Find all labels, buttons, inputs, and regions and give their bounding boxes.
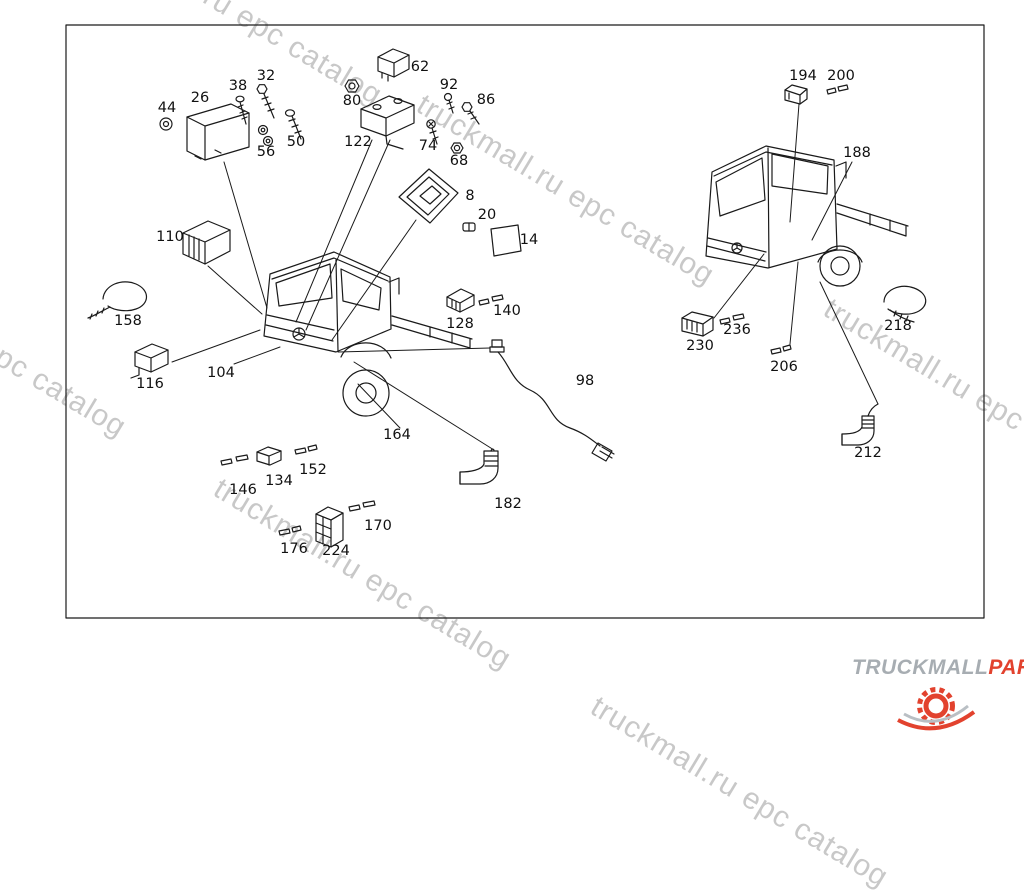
part-26-control-unit <box>186 103 250 161</box>
part-label-134: 134 <box>265 473 293 489</box>
part-110-fuse-box <box>182 220 231 265</box>
logo-text-truckmall: TRUCKMALL <box>852 656 989 679</box>
brand-logo: TRUCKMALLPARTS <box>852 656 1024 740</box>
part-176-terminals <box>278 525 302 536</box>
part-label-170: 170 <box>364 518 392 534</box>
part-86-bolt <box>461 102 480 125</box>
part-label-20: 20 <box>478 207 496 223</box>
part-label-212: 212 <box>854 445 882 461</box>
diagram-border <box>65 24 985 619</box>
part-14-seal-frame <box>490 224 522 257</box>
part-134-connector <box>256 446 282 466</box>
part-label-62: 62 <box>411 59 429 75</box>
part-label-8: 8 <box>465 188 474 204</box>
part-label-26: 26 <box>191 90 209 106</box>
part-label-146: 146 <box>229 482 257 498</box>
diagram-canvas: 44 26 38 32 56 50 80 62 122 92 86 74 68 820 14 110 158 11… <box>65 24 985 619</box>
part-50-screw <box>284 109 302 140</box>
part-label-164: 164 <box>383 427 411 443</box>
part-146-terminals <box>220 454 249 466</box>
part-label-44: 44 <box>158 100 176 116</box>
part-label-38: 38 <box>229 78 247 94</box>
part-label-176: 176 <box>280 541 308 557</box>
parts-layer <box>87 48 927 548</box>
part-label-50: 50 <box>287 134 305 150</box>
part-74-screw <box>426 119 439 145</box>
part-label-122: 122 <box>344 134 372 150</box>
part-224-relay-block <box>315 506 344 548</box>
part-116-relay <box>130 343 169 379</box>
part-label-86: 86 <box>477 92 495 108</box>
part-label-128: 128 <box>446 316 474 332</box>
part-230-connector <box>681 311 714 337</box>
part-label-194: 194 <box>789 68 817 84</box>
part-200-terminals <box>826 84 849 95</box>
part-32-screw <box>256 84 275 119</box>
part-80-nut <box>344 79 360 93</box>
leader-lines <box>171 103 879 451</box>
part-label-56: 56 <box>257 144 275 160</box>
part-label-32: 32 <box>257 68 275 84</box>
part-182-plug-boot <box>459 448 499 485</box>
part-8-switch <box>398 168 459 224</box>
part-170-terminals <box>348 500 376 512</box>
part-label-206: 206 <box>770 359 798 375</box>
part-20-bulb <box>462 222 476 232</box>
part-206-terminals <box>770 344 792 355</box>
part-68-nut <box>450 142 464 154</box>
part-label-104: 104 <box>207 365 235 381</box>
part-236-terminals <box>719 313 745 325</box>
part-label-224: 224 <box>322 543 350 559</box>
part-label-140: 140 <box>493 303 521 319</box>
part-218-cable-tie <box>883 285 927 323</box>
part-98-sensor-cable <box>489 339 615 462</box>
part-122-relay-bracket <box>360 95 415 150</box>
part-label-110: 110 <box>156 229 184 245</box>
brand-logo-text: TRUCKMALLPARTS <box>852 656 1024 680</box>
part-38-screw <box>235 95 248 125</box>
part-label-98: 98 <box>576 373 594 389</box>
part-92-screw <box>443 92 455 114</box>
part-128-connector <box>446 288 475 313</box>
part-label-230: 230 <box>686 338 714 354</box>
part-212-plug-boot <box>841 403 879 446</box>
part-label-236: 236 <box>723 322 751 338</box>
part-label-158: 158 <box>114 313 142 329</box>
part-label-68: 68 <box>450 153 468 169</box>
part-label-92: 92 <box>440 77 458 93</box>
part-label-116: 116 <box>136 376 164 392</box>
part-56-washers <box>257 124 274 147</box>
logo-text-parts: PARTS <box>988 656 1024 679</box>
part-label-152: 152 <box>299 462 327 478</box>
part-label-80: 80 <box>343 93 361 109</box>
gear-swoosh-icon <box>897 687 976 731</box>
part-158-cable-tie <box>87 281 148 320</box>
part-label-218: 218 <box>884 318 912 334</box>
part-labels: 44 26 38 32 56 50 80 62 122 92 86 74 68 820 14 110 158 11… <box>114 59 912 559</box>
part-152-terminals <box>294 444 318 455</box>
part-label-188: 188 <box>843 145 871 161</box>
part-140-terminals <box>478 294 504 306</box>
part-44-grommet <box>159 117 173 131</box>
part-label-74: 74 <box>419 138 437 154</box>
part-label-182: 182 <box>494 496 522 512</box>
part-62-relay <box>377 48 410 82</box>
part-label-200: 200 <box>827 68 855 84</box>
left-truck-drawing <box>263 251 473 417</box>
part-label-14: 14 <box>520 232 538 248</box>
right-truck-drawing <box>705 145 909 287</box>
part-194-connector <box>784 84 808 105</box>
